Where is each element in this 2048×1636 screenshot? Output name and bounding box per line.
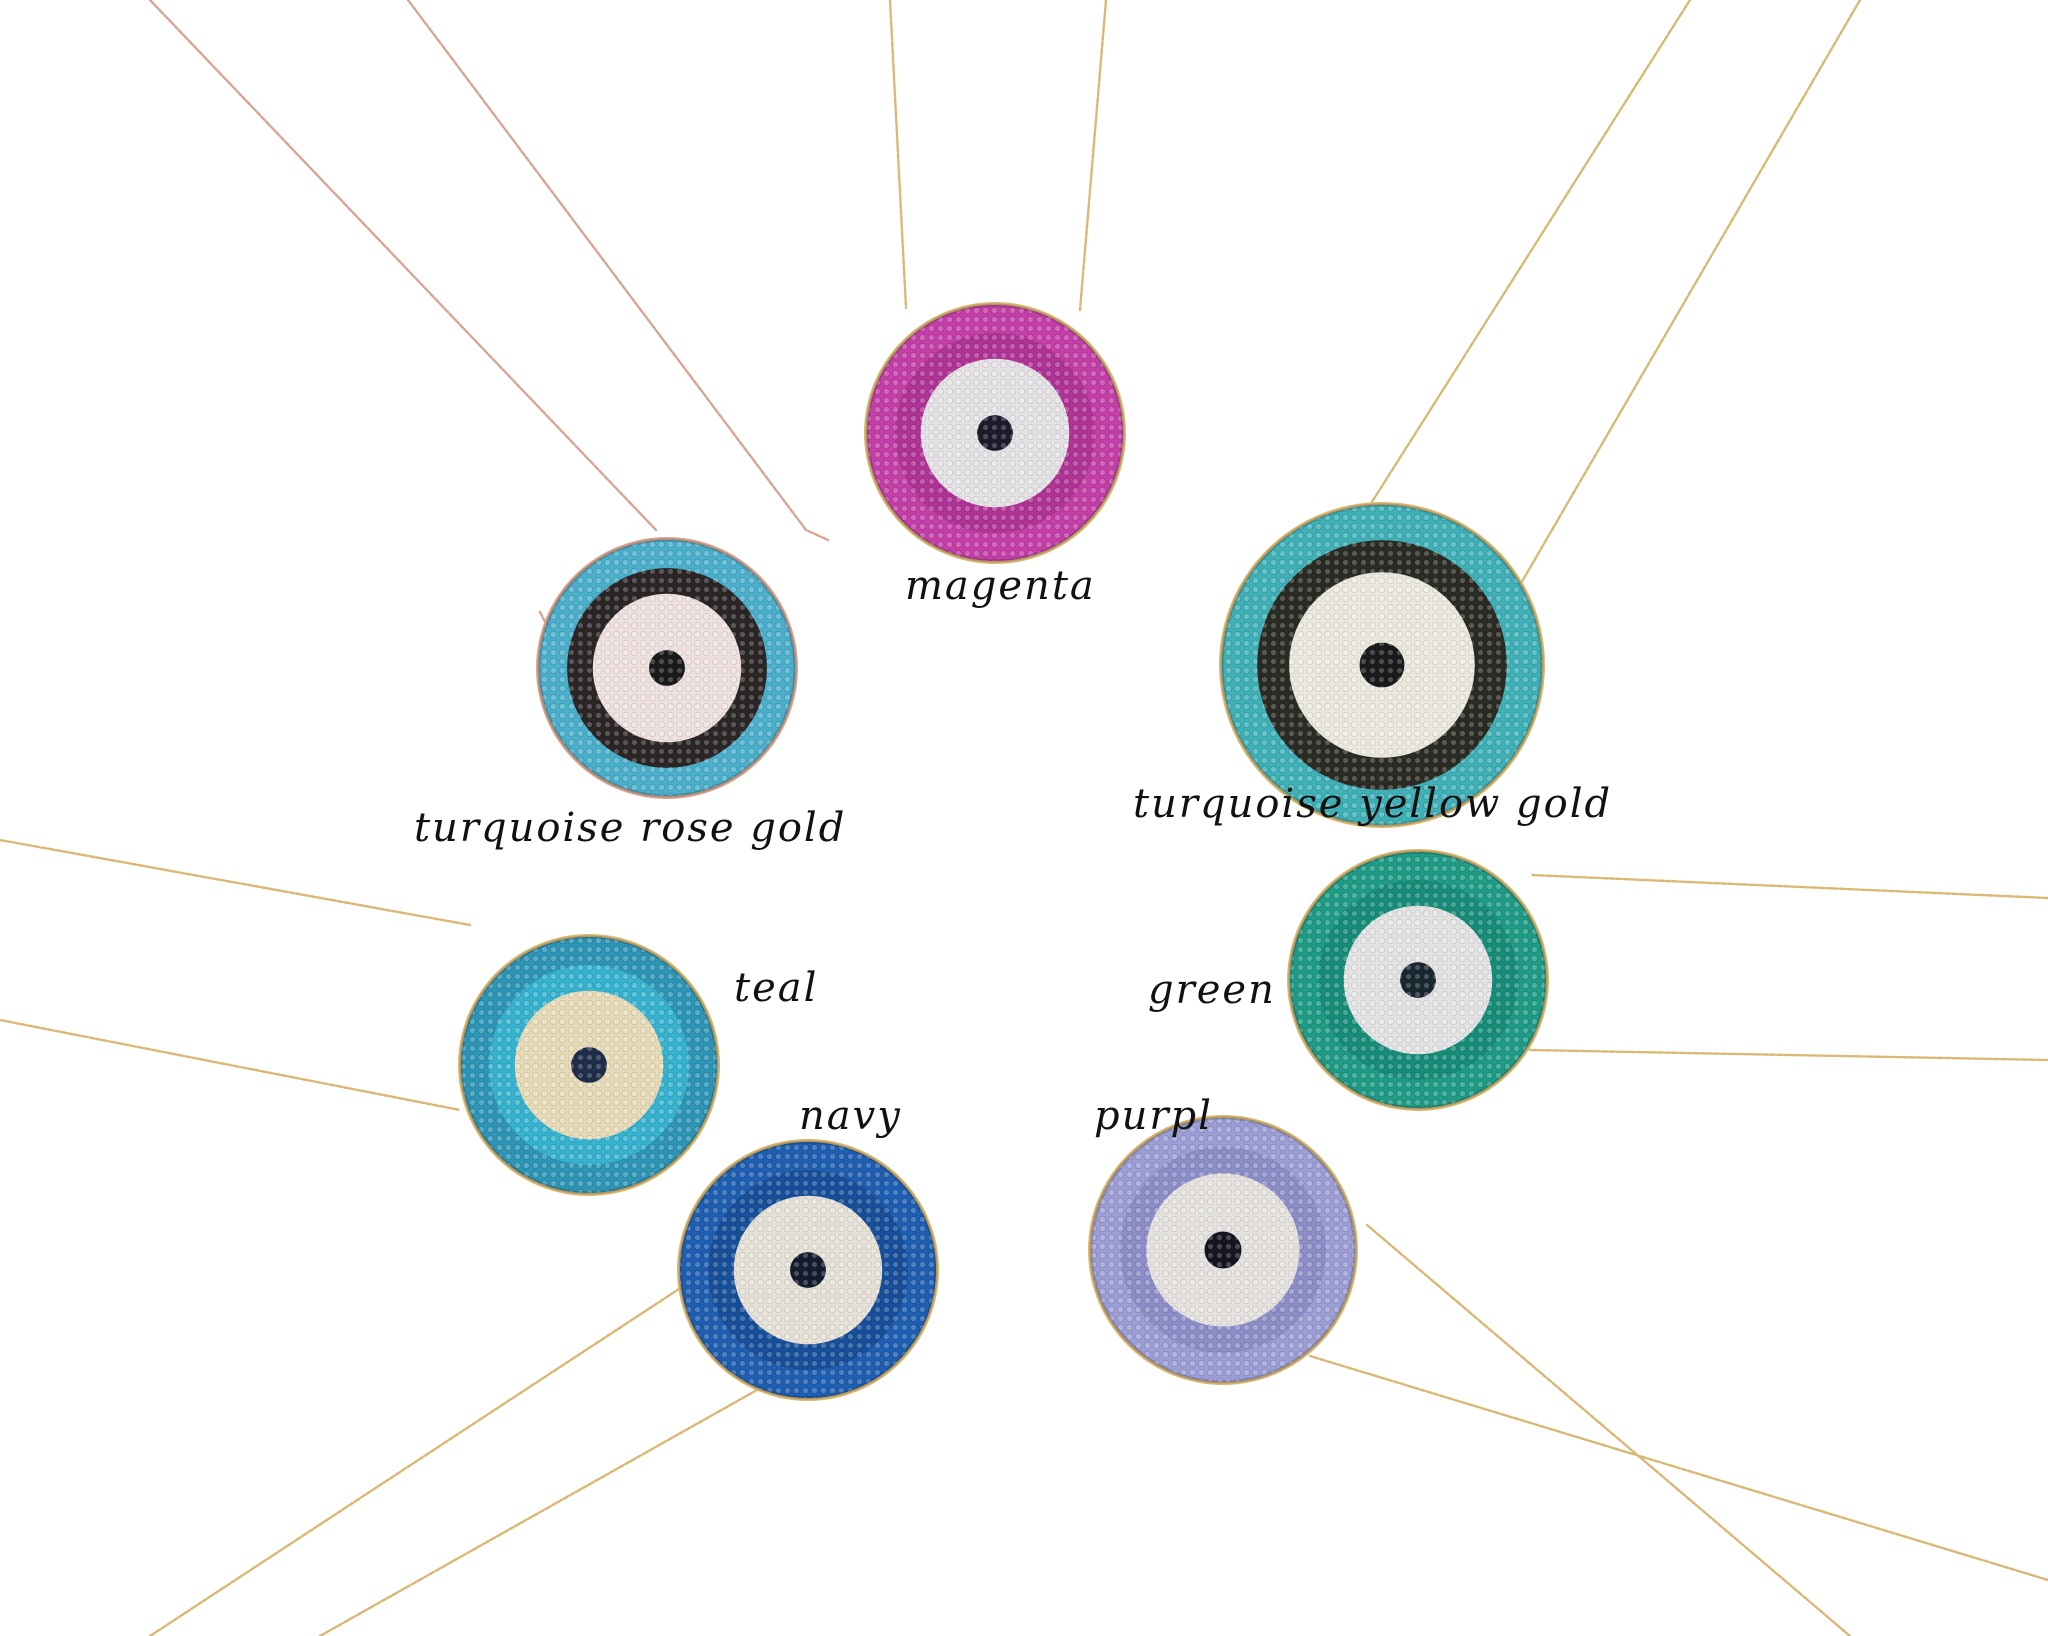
pendant-turquoise-yellow-gold — [1219, 502, 1545, 828]
chain-magenta-1 — [888, 0, 908, 310]
pendant-edge-shadow — [678, 1140, 938, 1400]
pave-texture — [867, 305, 1123, 561]
chain-magenta-2 — [1078, 0, 1108, 312]
pendant-edge-shadow — [1089, 1116, 1357, 1384]
chain-green-1 — [1530, 873, 2048, 900]
label-green: green — [1148, 967, 1276, 1013]
label-purpl: purpl — [1094, 1093, 1213, 1139]
pendants-layer — [458, 302, 1549, 1401]
label-magenta: magenta — [905, 563, 1096, 609]
pave-texture — [680, 1142, 936, 1398]
pave-texture — [539, 540, 795, 796]
pendant-green — [1287, 849, 1549, 1111]
pendant-teal — [458, 934, 720, 1196]
chain-turquoise-yellow-gold-1 — [1368, 0, 1692, 507]
pave-texture — [461, 937, 717, 1193]
label-navy: navy — [799, 1093, 902, 1139]
chain-turquoise-rose-gold-3 — [538, 610, 547, 624]
pave-texture — [1091, 1118, 1355, 1382]
chain-purpl-1 — [1365, 1223, 1852, 1636]
chain-teal-2 — [0, 1018, 462, 1112]
pendant-navy — [677, 1139, 939, 1401]
pendant-edge-shadow — [459, 935, 719, 1195]
pendant-edge-shadow — [1220, 503, 1544, 827]
pendant-magenta — [864, 302, 1126, 564]
chain-navy-1 — [148, 1285, 684, 1636]
pave-texture — [1290, 852, 1546, 1108]
label-turquoise-rose-gold: turquoise rose gold — [414, 805, 847, 851]
chain-turquoise-yellow-gold-2 — [1493, 0, 1862, 630]
pendant-edge-shadow — [537, 538, 797, 798]
chain-turquoise-rose-gold-1 — [148, 0, 658, 532]
label-teal: teal — [734, 965, 819, 1011]
chain-teal-1 — [0, 838, 472, 927]
label-turquoise-yellow-gold: turquoise yellow gold — [1133, 781, 1613, 827]
chain-purpl-2 — [1308, 1354, 2048, 1582]
pendant-turquoise-rose-gold — [536, 537, 798, 799]
chain-navy-2 — [318, 1388, 759, 1636]
pendant-edge-shadow — [1288, 850, 1548, 1110]
chain-turquoise-rose-gold-2 — [406, 0, 830, 542]
chain-green-2 — [1528, 1048, 2048, 1062]
pendant-purpl — [1088, 1115, 1358, 1385]
pendant-edge-shadow — [865, 303, 1125, 563]
pave-texture — [1222, 505, 1542, 825]
